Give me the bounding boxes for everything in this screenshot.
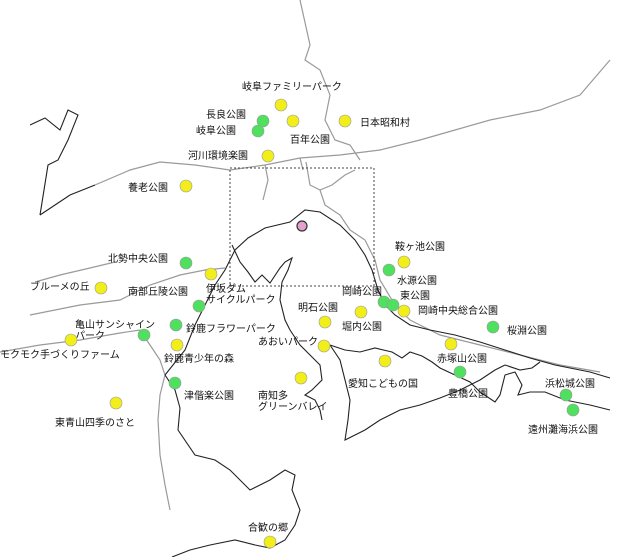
road-lines <box>0 0 611 511</box>
meiseki-park-marker[interactable] <box>318 315 332 329</box>
hokusei-chuo-park-label: 北勢中央公園 <box>108 252 168 265</box>
hamamatsu-castle-park-marker[interactable] <box>559 388 573 402</box>
ibi-dam-cycle-park-marker[interactable] <box>204 267 218 281</box>
akatsukayama-park-marker[interactable] <box>444 337 458 351</box>
aoi-park-label: あおいパーク <box>258 336 318 348</box>
suzuka-flower-park-label: 鈴鹿フラワーパーク <box>186 322 276 335</box>
sakurabuchi-park-marker[interactable] <box>486 320 500 334</box>
suigen-park-marker[interactable] <box>382 263 396 277</box>
blume-no-oka-label: ブルーメの丘 <box>30 280 90 293</box>
tsushinraku-park-label: 津偕楽公園 <box>184 389 234 402</box>
suzuka-flower-park-marker[interactable] <box>169 318 183 332</box>
toyohashi-park-marker[interactable] <box>453 365 467 379</box>
enshu-nada-beach-park-label: 遠州灘海浜公園 <box>528 423 598 436</box>
sakurabuchi-park-label: 桜淵公園 <box>507 324 547 337</box>
kameyama-sunshine-park-label: 亀山サンシャインパーク <box>75 318 155 342</box>
mokumoku-farm-marker[interactable] <box>64 333 78 347</box>
higashi-park-marker[interactable] <box>386 298 400 312</box>
suzuka-seishonen-no-mori-marker[interactable] <box>170 338 184 352</box>
hokusei-chuo-park-marker[interactable] <box>179 256 193 270</box>
nanbu-kyuryo-park-marker[interactable] <box>192 299 206 313</box>
goka-no-sato-marker[interactable] <box>263 535 277 549</box>
aichi-kodomo-no-kuni-label: 愛知こどもの国 <box>348 377 418 390</box>
minamichita-green-valley-label: 南知多グリーンバレイ <box>258 389 328 413</box>
gifu-park-label: 岐阜公園 <box>196 124 236 137</box>
kurakake-ike-park-label: 鞍ヶ池公園 <box>395 240 445 253</box>
kawashima-kankyo-rakuen-label: 河川環境楽園 <box>188 149 248 162</box>
nihon-showa-mura-label: 日本昭和村 <box>360 116 410 129</box>
toyohashi-park-label: 豊橋公園 <box>448 387 488 400</box>
gifu-family-park-marker[interactable] <box>274 98 288 112</box>
okazaki-chuo-sogo-park-marker[interactable] <box>397 304 411 318</box>
horiuchi-park-label: 堀内公園 <box>342 320 382 333</box>
higashiaoyama-shiki-no-sato-marker[interactable] <box>109 396 123 410</box>
gifu-park-marker[interactable] <box>251 124 265 138</box>
tsushinraku-park-marker[interactable] <box>168 376 182 390</box>
aoi-park-marker[interactable] <box>317 339 331 353</box>
nagoya-marker <box>296 220 308 232</box>
coastline <box>29 109 611 557</box>
hyakunen-park-marker[interactable] <box>286 114 300 128</box>
enshu-nada-beach-park-marker[interactable] <box>566 403 580 417</box>
goka-no-sato-label: 合歓の郷 <box>248 521 288 534</box>
aichi-kodomo-no-kuni-marker[interactable] <box>378 354 392 368</box>
akatsukayama-park-label: 赤塚山公園 <box>437 353 487 365</box>
meiseki-park-label: 明石公園 <box>298 302 338 314</box>
higashiaoyama-shiki-no-sato-label: 東青山四季のさと <box>55 416 135 429</box>
ibi-dam-cycle-park-label: 伊坂ダムサイクルパーク <box>206 282 276 306</box>
okazaki-chuo-sogo-park-label: 岡崎中央総合公園 <box>418 304 498 317</box>
yoro-park-label: 養老公園 <box>128 181 168 194</box>
nihon-showa-mura-marker[interactable] <box>338 114 352 128</box>
horiuchi-park-marker[interactable] <box>354 305 368 319</box>
nanbu-kyuryo-park-label: 南部丘陵公園 <box>128 285 188 298</box>
hyakunen-park-label: 百年公園 <box>290 133 330 146</box>
yoro-park-marker[interactable] <box>179 179 193 193</box>
kameyama-sunshine-park-marker[interactable] <box>137 328 151 342</box>
higashi-park-label: 東公園 <box>400 289 430 302</box>
hamamatsu-castle-park-label: 浜松城公園 <box>545 377 595 390</box>
focus-area-frame <box>229 167 375 287</box>
nagara-park-label: 長良公園 <box>206 108 246 121</box>
blume-no-oka-marker[interactable] <box>94 281 108 295</box>
minamichita-green-valley-marker[interactable] <box>294 371 308 385</box>
gifu-family-park-label: 岐阜ファミリーパーク <box>242 80 342 93</box>
suzuka-seishonen-no-mori-label: 鈴鹿青少年の森 <box>164 352 234 365</box>
nagara-park-marker[interactable] <box>256 114 270 128</box>
kurakake-ike-park-marker[interactable] <box>397 255 411 269</box>
okazaki-park-label: 岡崎公園 <box>342 285 382 298</box>
kawashima-kankyo-rakuen-marker[interactable] <box>261 149 275 163</box>
suigen-park-label: 水源公園 <box>397 274 437 287</box>
mokumoku-farm-label: モクモク手づくりファーム <box>0 348 120 361</box>
